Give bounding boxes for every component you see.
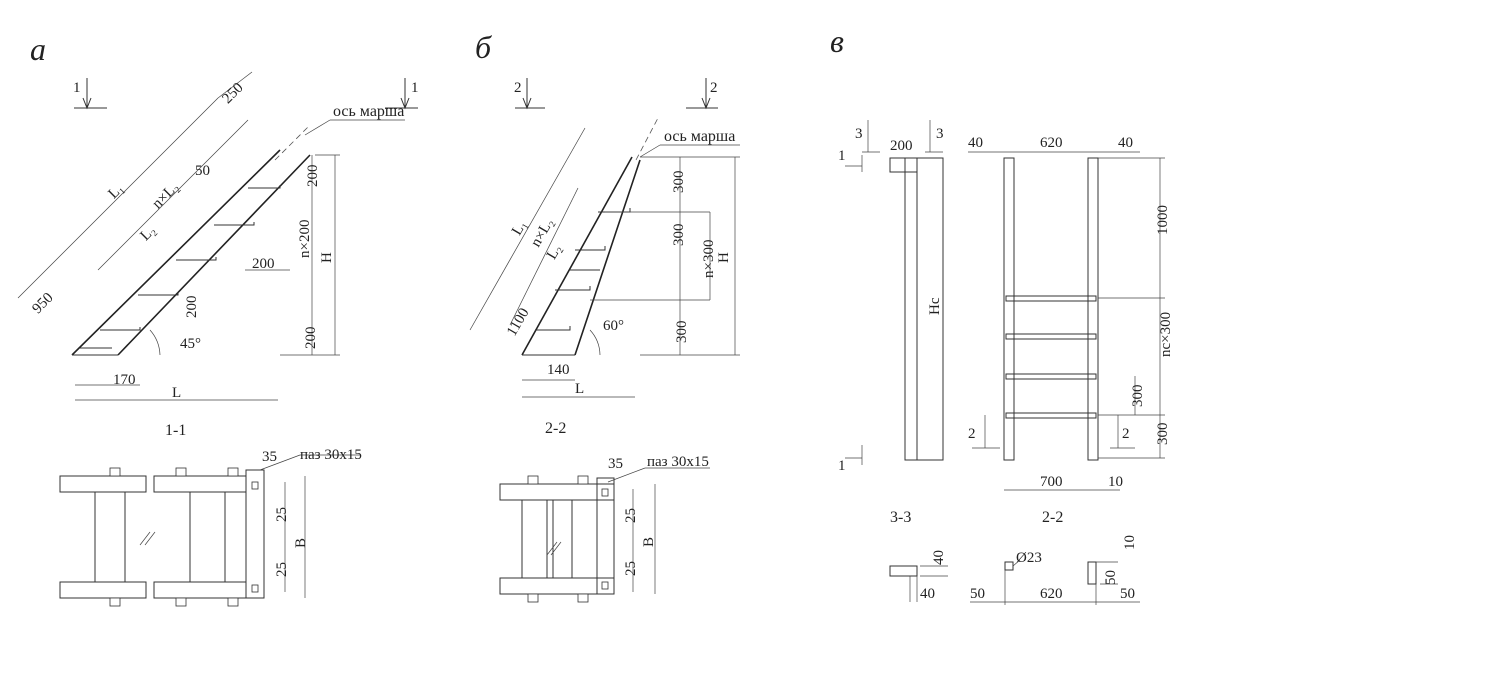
- dim-a-H: H: [319, 252, 335, 263]
- dim-b-plan-25-top: 25: [623, 508, 639, 523]
- dim-a-200-top: 200: [305, 165, 321, 188]
- dim-b-plan-25-bottom: 25: [623, 561, 639, 576]
- section-arrow-right-a: 1: [385, 78, 419, 110]
- dim-b-140: 140: [547, 362, 570, 378]
- mark-2-right: 2: [1122, 426, 1130, 442]
- dim-a-250: 250: [219, 80, 246, 107]
- dim-c-1000: 1000: [1155, 205, 1171, 235]
- mark-2-left: 2: [968, 426, 976, 442]
- dim-c-detail-40-v: 40: [931, 550, 947, 565]
- dim-c-detail-40-h: 40: [920, 586, 935, 602]
- dim-b-n300: n×300: [701, 240, 717, 278]
- ladder-side-view: [845, 120, 944, 465]
- section-arrow-left-b: 2: [514, 78, 545, 110]
- dim-b-300-mid: 300: [671, 224, 687, 247]
- section-mark-a-right: 1: [411, 80, 419, 96]
- dim-c-detail-10: 10: [1122, 535, 1138, 550]
- section-arrow-left-a: 1: [73, 78, 107, 110]
- dim-b-L2: L₂: [544, 242, 565, 262]
- dim-c-10: 10: [1108, 474, 1123, 490]
- dim-a-plan-25-bottom: 25: [274, 562, 290, 577]
- section-mark-b-left: 2: [514, 80, 522, 96]
- dim-a-plan-25-top: 25: [274, 507, 290, 522]
- dim-a-plan-groove: паз 30х15: [300, 447, 362, 463]
- dim-c-300-a: 300: [1130, 385, 1146, 408]
- dim-a-step-200h: 200: [252, 256, 275, 272]
- dim-a-nL2: n×L₂: [149, 179, 182, 212]
- mark-3-left: 3: [855, 126, 863, 142]
- dim-a-angle: 45°: [180, 336, 201, 352]
- dimensions-b: [469, 127, 740, 398]
- dim-c-300-b: 300: [1155, 423, 1171, 446]
- section-mark-b-right: 2: [710, 80, 718, 96]
- dim-c-40-right: 40: [1118, 135, 1133, 151]
- dim-a-200-bottom: 200: [303, 327, 319, 350]
- dim-a-L2: L₂: [137, 223, 159, 245]
- plan-title-b: 2-2: [545, 420, 566, 437]
- dim-b-plan-B: B: [641, 537, 657, 547]
- dim-c-nc300: nс×300: [1158, 312, 1174, 357]
- figure-b-label: б: [475, 29, 492, 65]
- dim-b-1100: 1100: [504, 305, 533, 339]
- dim-b-300-bottom: 300: [674, 321, 690, 344]
- dim-c-detail-50-v: 50: [1103, 570, 1119, 585]
- dim-c-Hc: Hс: [927, 297, 943, 315]
- plan-a: [59, 454, 360, 607]
- figure-b: б 2 2: [469, 29, 740, 603]
- dim-c-40-left: 40: [968, 135, 983, 151]
- dim-c-detail-dia: Ø23: [1016, 550, 1042, 566]
- plan-b: [499, 467, 710, 603]
- dim-b-H: H: [716, 252, 732, 263]
- dim-a-950: 950: [29, 290, 56, 317]
- title-side-3-3: 3-3: [890, 509, 911, 526]
- stringer-a: [71, 124, 340, 356]
- dim-b-plan-35: 35: [608, 456, 623, 472]
- dim-c-200: 200: [890, 138, 913, 154]
- mark-1-bottom: 1: [838, 458, 846, 474]
- dim-a-step-200v: 200: [184, 296, 200, 319]
- dim-a-L1: L₁: [105, 181, 127, 203]
- dim-a-170: 170: [113, 372, 136, 388]
- dim-c-detail-620: 620: [1040, 586, 1063, 602]
- dim-c-620: 620: [1040, 135, 1063, 151]
- figure-c: в 3 3 1 1 200 Hс: [830, 23, 1174, 605]
- section-mark-a-left: 1: [73, 80, 81, 96]
- dimensions-a: [17, 71, 405, 401]
- figure-a-label: а: [30, 31, 46, 67]
- dim-b-L: L: [575, 381, 584, 397]
- dim-a-plan-35: 35: [262, 449, 277, 465]
- dim-b-300-top: 300: [671, 171, 687, 194]
- dim-b-L1: L₁: [509, 218, 530, 238]
- mark-3-right: 3: [936, 126, 944, 142]
- axis-label-b: ось марша: [664, 128, 735, 145]
- stringer-b: [521, 117, 740, 356]
- dim-c-detail-50-left: 50: [970, 586, 985, 602]
- dim-b-plan-groove: паз 30х15: [647, 454, 709, 470]
- dim-a-L: L: [172, 385, 181, 401]
- dim-a-50: 50: [195, 163, 210, 179]
- axis-label-a: ось марша: [333, 103, 404, 120]
- details-row: [889, 559, 1140, 605]
- ladder-front-view: [968, 151, 1165, 491]
- dim-a-n200: n×200: [297, 220, 313, 258]
- dim-c-detail-50-right: 50: [1120, 586, 1135, 602]
- section-arrow-right-b: 2: [686, 78, 718, 110]
- figure-c-label: в: [830, 23, 844, 59]
- plan-title-a: 1-1: [165, 422, 186, 439]
- title-front-2-2: 2-2: [1042, 509, 1063, 526]
- mark-1-top: 1: [838, 148, 846, 164]
- figure-a: а 1 1: [17, 31, 419, 607]
- dim-b-angle: 60°: [603, 318, 624, 334]
- dim-a-plan-B: B: [293, 538, 309, 548]
- dim-c-700: 700: [1040, 474, 1063, 490]
